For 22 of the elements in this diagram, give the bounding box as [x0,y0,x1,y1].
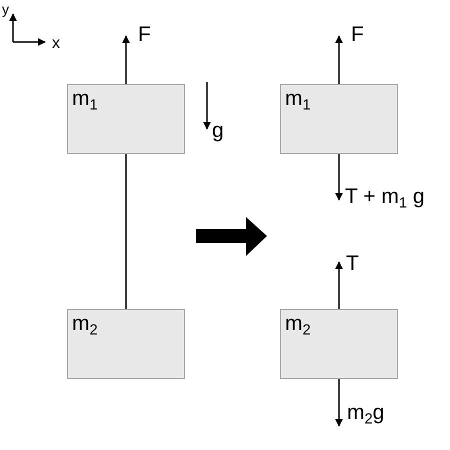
string-line [125,154,127,309]
gravity-label: g [212,120,224,141]
axis-label: x [52,36,60,52]
force-label: m$_{2}$g [347,402,384,428]
mass-label: m$_{1}$ [72,87,98,114]
force-label: T + m$_{1}$ g [345,186,425,212]
mass-block [67,84,185,154]
force-label: F [138,24,151,45]
axis-label: y [2,2,9,16]
force-arrow [335,35,343,84]
force-label: T [346,253,359,274]
force-arrow [335,154,343,201]
mass-label: m$_{2}$ [72,312,98,339]
force-arrow [122,35,130,84]
force-arrow [335,261,343,309]
mass-block [280,84,398,154]
mass-label: m$_{1}$ [285,87,311,114]
force-arrow [335,379,343,427]
mass-label: m$_{2}$ [285,312,311,339]
mass-block [280,309,398,379]
force-label: F [351,24,364,45]
mass-block [67,309,185,379]
